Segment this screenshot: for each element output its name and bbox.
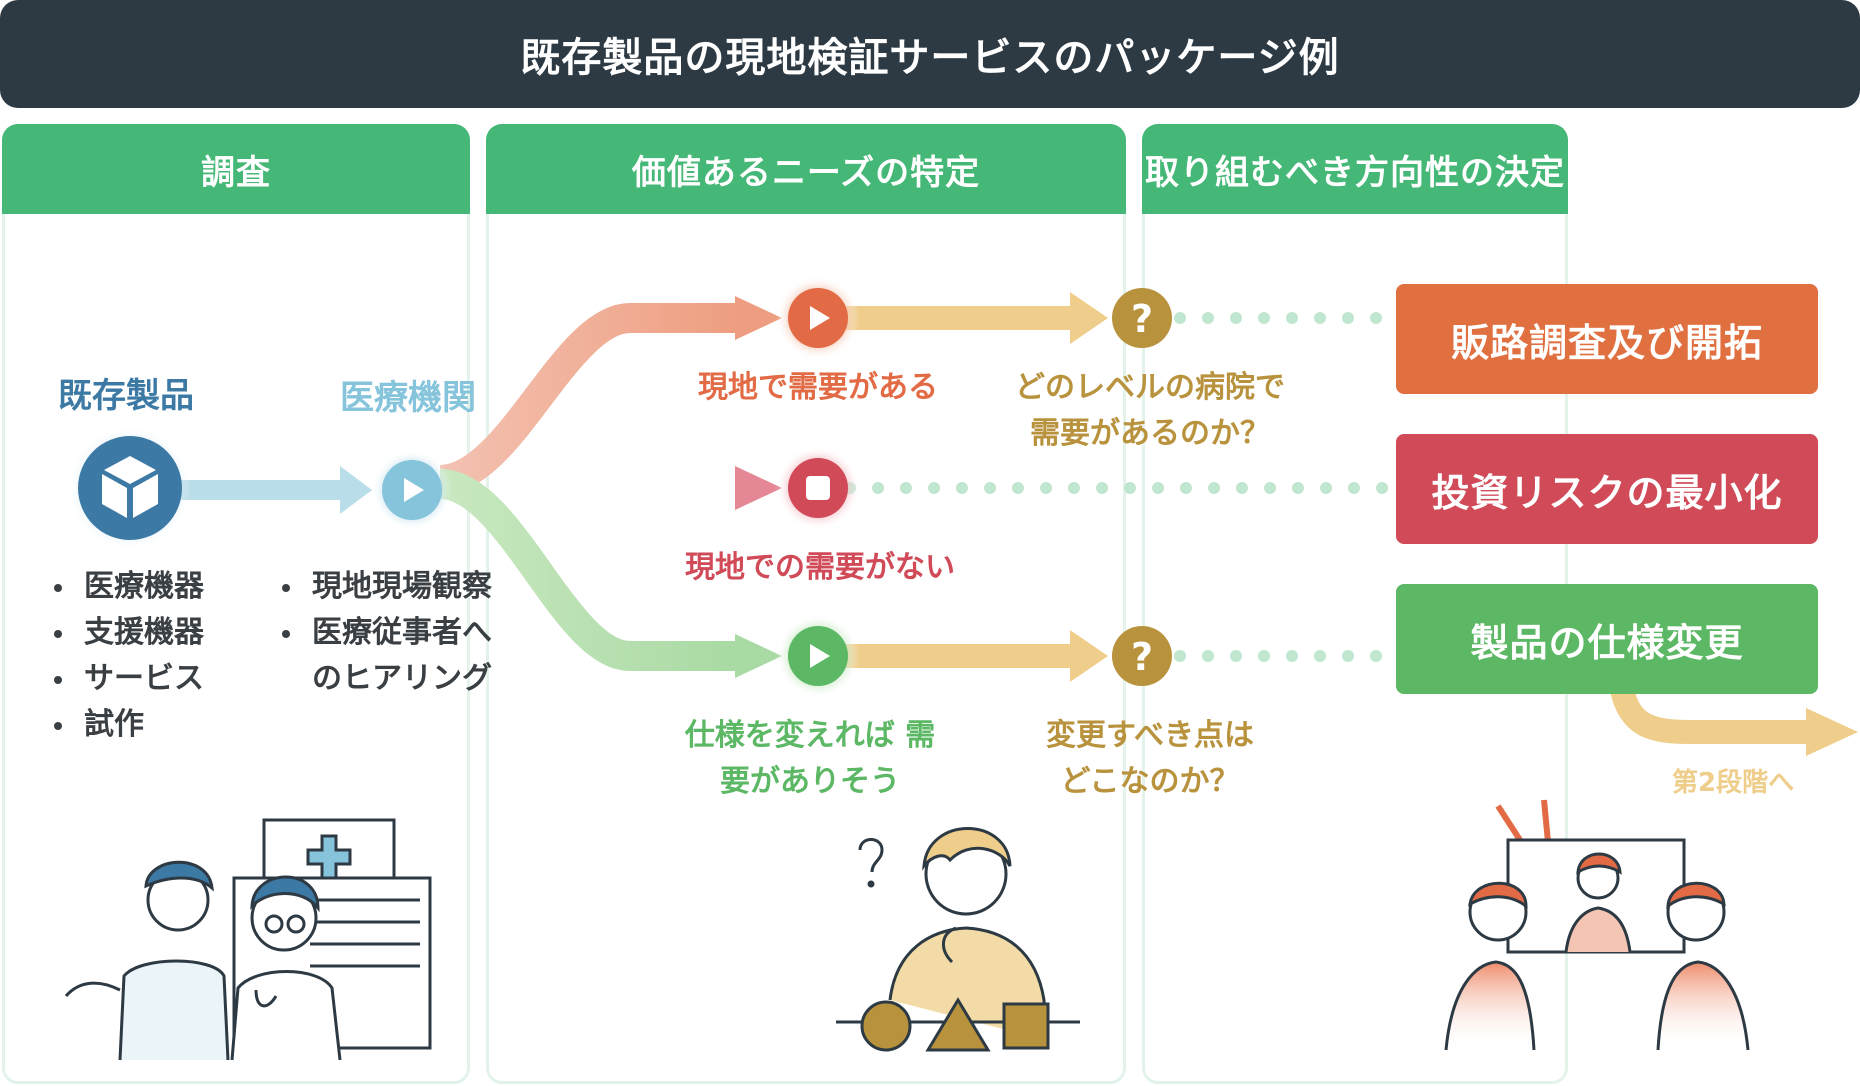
list-item: 試作 (52, 702, 204, 748)
next-stage-label: 第2段階へ (1672, 768, 1795, 798)
question-icon: ? (1112, 288, 1172, 348)
product-to-hospital-arrow (176, 466, 372, 514)
page-title: 既存製品の現地検証サービスのパッケージ例 (0, 0, 1860, 108)
need-bottom-label-line1: 仕様を変えれば 需 (684, 718, 936, 753)
stop-icon (776, 446, 860, 530)
node-hospital-label: 医療機関 (340, 378, 476, 418)
need-middle-label: 現地での需要がない (685, 550, 955, 585)
need-bottom-question-line1: 変更すべき点は (1046, 718, 1254, 753)
gold-arrow-top (820, 292, 1108, 344)
meeting-illustration (1444, 799, 1750, 1051)
play-icon (776, 276, 860, 360)
gold-arrow-bottom (820, 630, 1108, 682)
thinking-person-illustration (836, 827, 1080, 1052)
list-item: 支援機器 (52, 610, 204, 656)
need-top-label: 現地で需要がある (698, 370, 938, 405)
survey-illustration (64, 818, 432, 1061)
outcome-risk-minimize: 投資リスクの最小化 (1396, 434, 1818, 544)
need-bottom-question-line2: どこなのか？ (1060, 764, 1240, 799)
hospital-items-list: 現地現場観察 医療従事者へ のヒアリング (280, 564, 492, 702)
list-item: 医療機器 (52, 564, 204, 610)
branch-bottom (438, 469, 735, 671)
need-top-question-line2: 需要があるのか？ (1030, 416, 1270, 451)
question-icon: ? (1112, 626, 1172, 686)
need-bottom-label-line2: 要がありそう (720, 764, 900, 799)
dotted-connectors (844, 312, 1388, 662)
outcome-sales-channel: 販路調査及び開拓 (1396, 284, 1818, 394)
svg-text:?: ? (1131, 635, 1153, 679)
list-item: のヒアリング (312, 661, 492, 696)
column-header-survey: 調査 (2, 124, 470, 214)
cube-icon (68, 426, 192, 550)
branch-top (438, 303, 735, 495)
column-header-needs: 価値あるニーズの特定 (486, 124, 1126, 214)
next-stage-arrow (1610, 686, 1810, 744)
svg-text:?: ? (1131, 297, 1153, 341)
list-item: 医療従事者へ (280, 610, 492, 656)
play-icon (776, 614, 860, 698)
product-items-list: 医療機器 支援機器 サービス 試作 (52, 564, 204, 748)
list-item: 現地現場観察 (280, 564, 492, 610)
column-header-direction: 取り組むべき方向性の決定 (1142, 124, 1568, 214)
arrowhead-middle (735, 466, 782, 510)
list-item: サービス (52, 656, 204, 702)
need-top-question-line1: どのレベルの病院で (1015, 370, 1285, 405)
node-product-label: 既存製品 (58, 376, 194, 416)
outcome-spec-change: 製品の仕様変更 (1396, 584, 1818, 694)
next-stage-arrowhead (1806, 708, 1858, 756)
arrowhead-bottom (735, 634, 782, 678)
arrowhead-top (735, 296, 782, 340)
play-icon (372, 450, 452, 530)
